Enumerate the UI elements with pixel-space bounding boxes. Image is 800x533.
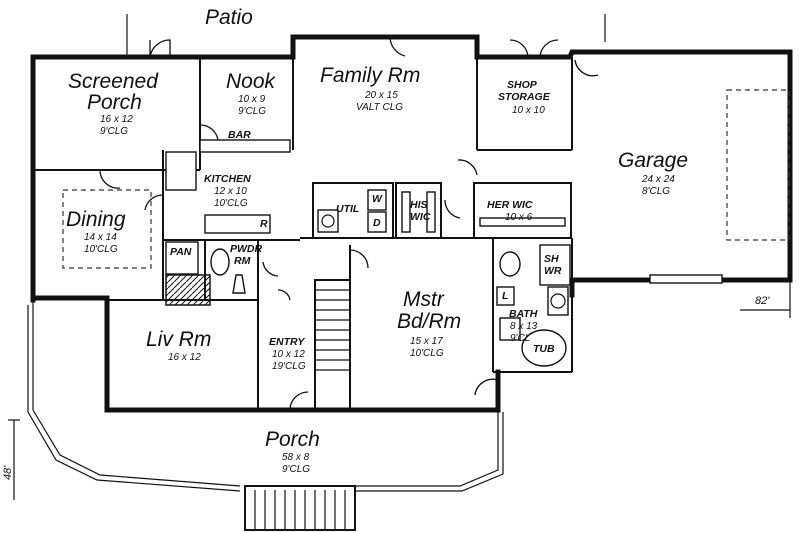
family-room-name: Family Rm (320, 64, 420, 87)
bath-name: BATH (509, 308, 538, 320)
bar-label: BAR (228, 129, 251, 141)
her-wic-size: 10 x 6 (505, 212, 533, 223)
master-bedroom-size: 15 x 17 (410, 336, 443, 347)
dining-size: 14 x 14 (84, 232, 117, 243)
living-room-name: Liv Rm (146, 328, 211, 351)
family-room-size: 20 x 15 (364, 90, 398, 101)
screened-porch-clg: 9'CLG (100, 126, 128, 137)
patio-label: Patio (205, 6, 253, 29)
refrigerator-label: R (260, 218, 268, 230)
entry-clg: 19'CLG (272, 361, 306, 372)
dryer-label: D (373, 217, 381, 229)
dimension-marks (8, 280, 791, 500)
porch-name: Porch (265, 428, 320, 451)
pantry-label: PAN (170, 246, 192, 258)
tub-label: TUB (533, 343, 555, 355)
master-bedroom-name2: Bd/Rm (397, 310, 461, 333)
his-wic-name2: WIC (410, 211, 431, 223)
screened-porch-name1: Screened (68, 70, 159, 93)
shop-name1: SHOP (507, 79, 538, 91)
garage-name: Garage (618, 149, 688, 172)
shop-size: 10 x 10 (512, 105, 545, 116)
entry-name: ENTRY (269, 336, 305, 348)
washer-label: W (372, 193, 383, 205)
linen-label: L (502, 290, 508, 302)
shop-name2: STORAGE (498, 91, 551, 103)
garage-clg: 8'CLG (642, 186, 670, 197)
bath-size: 8 x 13 (510, 321, 538, 332)
nook-size: 10 x 9 (238, 94, 266, 105)
garage-size: 24 x 24 (641, 174, 675, 185)
porch-clg: 9'CLG (282, 464, 310, 475)
entry-size: 10 x 12 (272, 349, 305, 360)
screened-porch-name2: Porch (87, 91, 142, 114)
kitchen-name: KITCHEN (204, 173, 251, 185)
kitchen-clg: 10'CLG (214, 198, 248, 209)
dining-clg: 10'CLG (84, 244, 118, 255)
left-dimension: 48' (2, 465, 14, 480)
bath-clg: 9'CL (510, 333, 530, 344)
door-swings (99, 36, 599, 411)
her-wic-name: HER WIC (487, 199, 533, 211)
right-dimension: 82' (755, 295, 770, 307)
nook-clg: 9'CLG (238, 106, 266, 117)
shower-name1: SH (544, 253, 559, 265)
porch-size: 58 x 8 (282, 452, 310, 463)
screened-porch-size: 16 x 12 (100, 114, 133, 125)
patio-outline (126, 14, 606, 55)
porch-outline (27, 300, 504, 531)
his-wic-name1: HIS (410, 199, 428, 211)
master-bedroom-clg: 10'CLG (410, 348, 444, 359)
master-bedroom-name1: Mstr (403, 288, 445, 311)
dining-rug-outline (62, 189, 152, 269)
util-label: UTIL (336, 203, 359, 215)
interior-walls (33, 57, 790, 411)
living-room-size: 16 x 12 (168, 352, 201, 363)
shower-name2: WR (544, 265, 562, 277)
family-room-clg: VALT CLG (356, 102, 403, 113)
powder-name2: RM (234, 255, 251, 267)
kitchen-size: 12 x 10 (214, 186, 247, 197)
dining-name: Dining (66, 208, 126, 231)
powder-name1: PWDR (230, 243, 262, 255)
nook-name: Nook (226, 70, 277, 93)
